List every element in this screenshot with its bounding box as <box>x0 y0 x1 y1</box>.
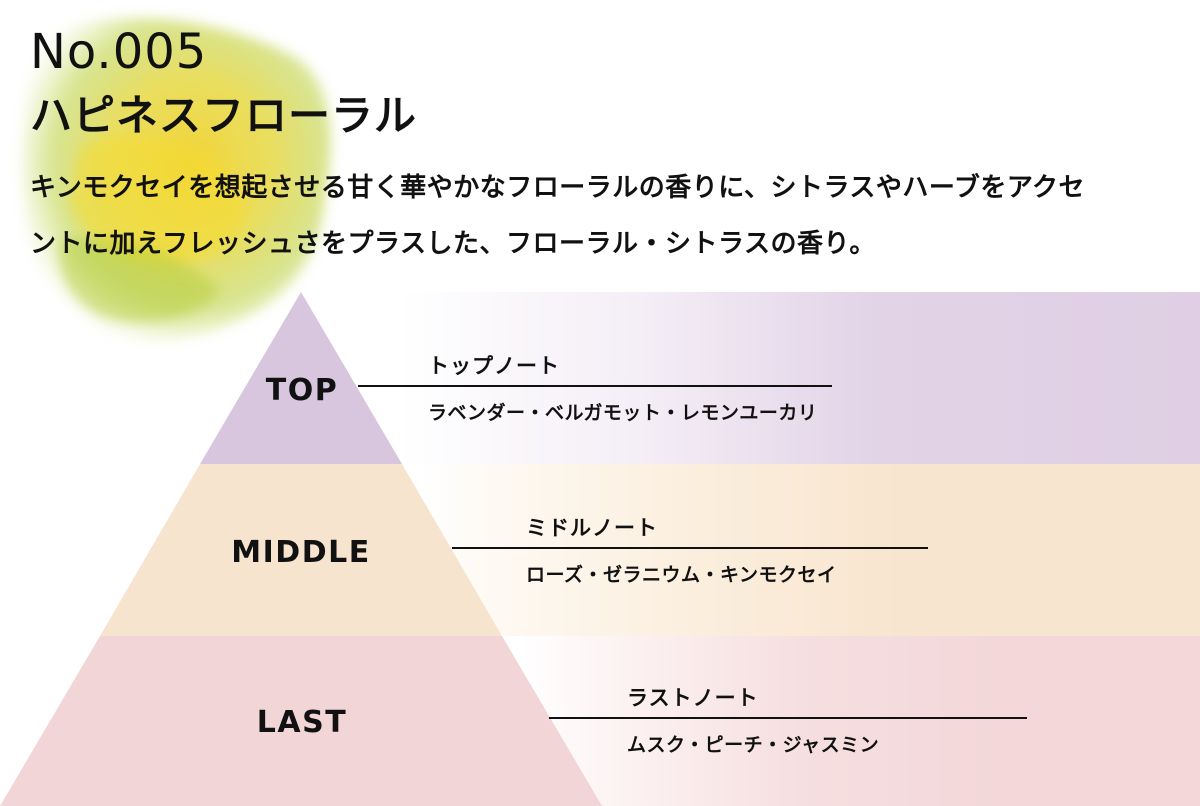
product-number: No.005 <box>30 24 208 80</box>
top-band <box>0 292 1200 464</box>
level-label-last: LAST <box>256 705 348 740</box>
note-last-ingredients: ムスク・ピーチ・ジャスミン <box>627 734 880 756</box>
pyramid-middle-tier <box>100 464 502 636</box>
pyramid-last-tier <box>0 636 602 806</box>
product-name: ハピネスフローラル <box>30 91 418 140</box>
note-last-divider <box>549 717 1027 719</box>
note-top-ingredients: ラベンダー・ベルガモット・レモンユーカリ <box>428 402 818 424</box>
description-line-1: キンモクセイを想起させる甘く華やかなフローラルの香りに、シトラスやハーブをアクセ <box>30 173 1086 203</box>
note-middle-ingredients: ローズ・ゼラニウム・キンモクセイ <box>526 564 837 586</box>
note-middle-name: ミドルノート <box>526 516 658 540</box>
description-line-2: ントに加えフレッシュさをプラスした、フローラル・シトラスの香り。 <box>30 229 876 259</box>
title-block: No.005 ハピネスフローラル <box>30 22 417 146</box>
note-middle-divider <box>452 547 928 549</box>
product-description: キンモクセイを想起させる甘く華やかなフローラルの香りに、シトラスやハーブをアクセ… <box>30 160 1180 272</box>
level-label-middle: MIDDLE <box>231 535 371 570</box>
note-top-name: トップノート <box>428 354 560 378</box>
note-top-divider <box>358 385 832 387</box>
level-label-top: TOP <box>265 373 339 408</box>
pyramid-top-tier <box>200 292 402 464</box>
note-last-name: ラストノート <box>627 686 759 710</box>
